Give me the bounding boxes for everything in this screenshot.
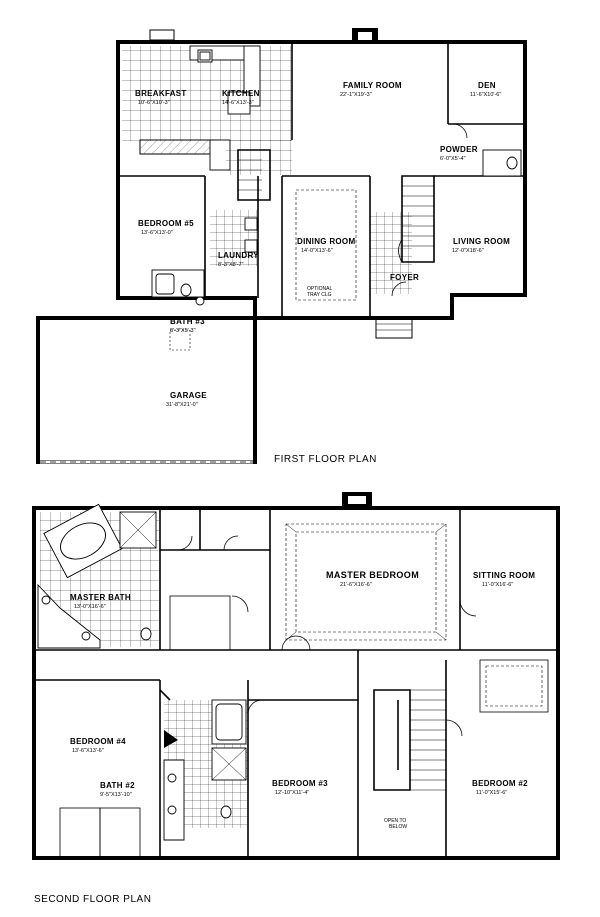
room-label-dining-room: DINING ROOM — [297, 237, 355, 246]
room-label-bedroom-3: BEDROOM #3 — [272, 779, 328, 788]
room-dim-bedroom-2: 11'-0"X15'-6" — [476, 790, 507, 796]
note-below: BELOW — [389, 824, 407, 830]
room-label-laundry: LAUNDRY — [218, 251, 259, 260]
room-label-bedroom-2: BEDROOM #2 — [472, 779, 528, 788]
room-dim-bath-3: 8'-3"X5'-3" — [170, 328, 196, 334]
room-dim-laundry: 8'-3"X8'-7" — [218, 262, 244, 268]
room-label-family-room: FAMILY ROOM — [343, 81, 402, 90]
room-dim-bedroom-3: 12'-10"X11'-4" — [275, 790, 309, 796]
note-tray-clg: TRAY CLG — [307, 292, 332, 298]
second-floor-plan-title: SECOND FLOOR PLAN — [34, 894, 151, 905]
room-label-sitting-room: SITTING ROOM — [473, 571, 535, 580]
room-dim-master-bath: 13'-0"X16'-6" — [74, 604, 106, 610]
room-label-master-bath: MASTER BATH — [70, 593, 131, 602]
room-dim-kitchen: 14'-6"X13'-3" — [222, 100, 254, 106]
note-open-to: OPEN TO — [384, 818, 406, 824]
room-label-foyer: FOYER — [390, 273, 419, 282]
room-label-master-bedroom: MASTER BEDROOM — [326, 570, 419, 580]
room-dim-bath-2: 9'-5"X13'-10" — [100, 792, 132, 798]
room-dim-sitting-room: 11'-0"X16'-6" — [482, 582, 513, 588]
room-dim-bedroom-4: 13'-6"X13'-6" — [72, 748, 104, 754]
room-label-living-room: LIVING ROOM — [453, 237, 510, 246]
first-floor-plan: BREAKFAST 10'-6"X10'-3" KITCHEN 14'-6"X1… — [36, 28, 527, 465]
room-label-bedroom-5: BEDROOM #5 — [138, 219, 194, 228]
second-floor-plan: MASTER BATH 13'-0"X16'-6" MASTER BEDROOM… — [32, 492, 560, 905]
room-label-den: DEN — [478, 81, 496, 90]
room-dim-master-bedroom: 21'-6"X16'-6" — [340, 582, 372, 588]
room-dim-breakfast: 10'-6"X10'-3" — [138, 100, 170, 106]
room-dim-den: 11'-6"X10'-6" — [470, 92, 501, 98]
room-label-powder: POWDER — [440, 145, 478, 154]
room-dim-dining-room: 14'-0"X13'-6" — [301, 248, 333, 254]
room-label-bedroom-4: BEDROOM #4 — [70, 737, 126, 746]
room-dim-family-room: 22'-1"X19'-3" — [340, 92, 372, 98]
room-label-bath-2: BATH #2 — [100, 781, 135, 790]
note-optional: OPTIONAL — [307, 286, 333, 292]
room-label-bath-3: BATH #3 — [170, 317, 205, 326]
room-label-breakfast: BREAKFAST — [135, 89, 187, 98]
room-label-garage: GARAGE — [170, 391, 207, 400]
room-dim-living-room: 12'-0"X18'-6" — [452, 248, 484, 254]
room-dim-powder: 6'-0"X5'-4" — [440, 156, 466, 162]
first-floor-plan-title: FIRST FLOOR PLAN — [274, 454, 377, 465]
room-label-kitchen: KITCHEN — [222, 89, 260, 98]
room-dim-garage: 31'-8"X21'-0" — [166, 402, 198, 408]
room-dim-bedroom-5: 13'-6"X13'-0" — [141, 230, 173, 236]
